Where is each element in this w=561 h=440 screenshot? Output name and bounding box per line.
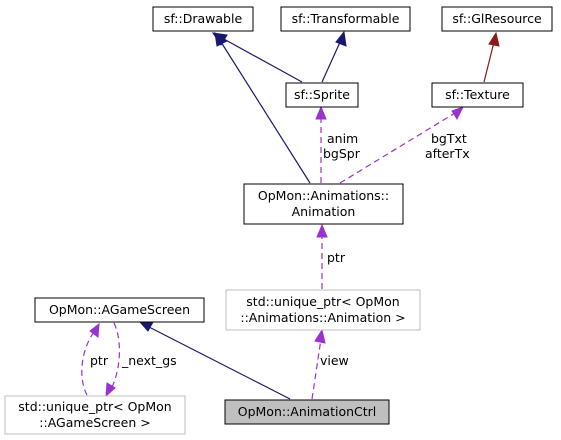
node-agamescreen-label: OpMon::AGameScreen [49, 302, 190, 317]
edge-label-next-gs: _next_gs [121, 353, 177, 368]
edge-label-ptr-gs: ptr [90, 353, 109, 368]
node-animation-label-line2: Animation [292, 204, 356, 219]
node-sf-texture-label: sf::Texture [445, 87, 510, 102]
node-unique-ptr-animation-label-line2: ::Animations::Animation > [240, 310, 405, 325]
node-sf-glresource[interactable]: sf::GlResource [441, 6, 553, 32]
node-unique-ptr-agamescreen[interactable]: std::unique_ptr< OpMon ::AGameScreen > [4, 395, 186, 435]
node-sf-glresource-label: sf::GlResource [452, 11, 542, 26]
edge-animation-sprite [315, 105, 327, 183]
edge-animation-texture [339, 106, 465, 184]
node-agamescreen[interactable]: OpMon::AGameScreen [34, 297, 205, 323]
edge-animctrl-uniqueanim [311, 328, 326, 400]
node-unique-ptr-animation[interactable]: std::unique_ptr< OpMon ::Animations::Ani… [225, 289, 421, 331]
node-animationctrl[interactable]: OpMon::AnimationCtrl [224, 399, 390, 425]
edge-label-aftertx: afterTx [425, 146, 470, 161]
edge-sprite-transformable [321, 30, 347, 83]
node-sf-drawable[interactable]: sf::Drawable [152, 6, 254, 32]
edge-uniquegs-agamescreen-ptr [81, 322, 100, 396]
edge-label-bgspr: bgSpr [323, 146, 361, 161]
edge-animation-drawable [214, 31, 311, 184]
edge-texture-glresource [483, 31, 500, 83]
node-animation[interactable]: OpMon::Animations:: Animation [243, 183, 404, 225]
node-sf-transformable-label: sf::Transformable [292, 11, 400, 26]
edge-uniqueanim-animation [316, 223, 328, 289]
node-unique-ptr-agamescreen-label-line1: std::unique_ptr< OpMon [18, 399, 171, 414]
node-unique-ptr-agamescreen-label-line2: ::AGameScreen > [39, 415, 150, 430]
edge-label-bgtxt: bgTxt [431, 131, 467, 146]
node-animationctrl-label: OpMon::AnimationCtrl [238, 404, 377, 419]
node-sf-drawable-label: sf::Drawable [164, 11, 243, 26]
node-sf-sprite-label: sf::Sprite [294, 87, 350, 102]
edge-label-view: view [320, 353, 349, 368]
node-sf-sprite[interactable]: sf::Sprite [285, 82, 359, 108]
node-sf-transformable[interactable]: sf::Transformable [280, 6, 411, 32]
node-animation-label-line1: OpMon::Animations:: [258, 188, 389, 203]
edge-agamescreen-uniquegs-nextgs [105, 322, 121, 398]
edge-label-anim: anim [327, 131, 358, 146]
node-unique-ptr-animation-label-line1: std::unique_ptr< OpMon [246, 294, 399, 309]
node-sf-texture[interactable]: sf::Texture [431, 82, 524, 108]
edge-label-ptr-anim: ptr [327, 250, 346, 265]
